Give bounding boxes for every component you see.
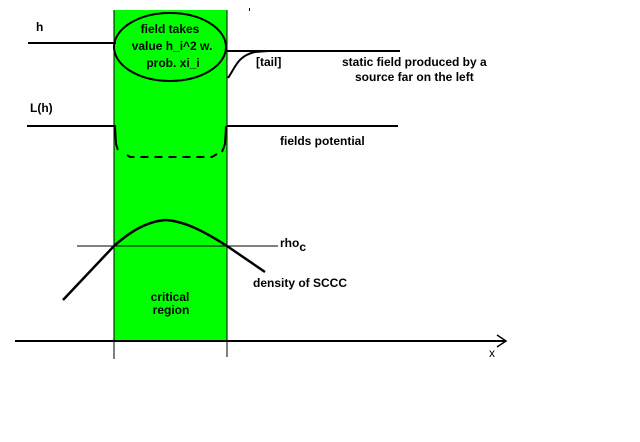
tail-label: [tail]	[256, 55, 281, 69]
dot	[249, 8, 250, 11]
field-ellipse	[113, 12, 227, 82]
rho-text: rho	[280, 236, 299, 250]
tail-curve	[227, 50, 269, 79]
x-axis-arrow	[496, 334, 508, 348]
density-curve	[62, 218, 266, 301]
ellipse-text-2: value h_i^2 w.	[132, 39, 213, 53]
potential-dip-left	[114, 125, 119, 151]
static-field-label-1: static field produced by a	[342, 55, 487, 69]
ellipse-text-3: prob. xi_i	[146, 56, 199, 70]
density-label: density of SCCC	[253, 276, 347, 290]
lh-label: L(h)	[30, 101, 53, 115]
critical-region	[114, 10, 227, 341]
rho-subscript: c	[299, 240, 306, 254]
x-axis-label: x	[489, 346, 495, 360]
rho-label: rhoc	[280, 236, 306, 254]
static-field-label-2: source far on the left	[355, 70, 474, 84]
critical-label-1: critical	[151, 290, 190, 304]
potential-dashed	[126, 153, 218, 158]
potential-label: fields potential	[280, 134, 365, 148]
h-label: h	[36, 20, 43, 34]
potential-dip-right	[221, 125, 227, 153]
critical-label-2: region	[153, 303, 190, 317]
ellipse-text-1: field takes	[141, 22, 200, 36]
